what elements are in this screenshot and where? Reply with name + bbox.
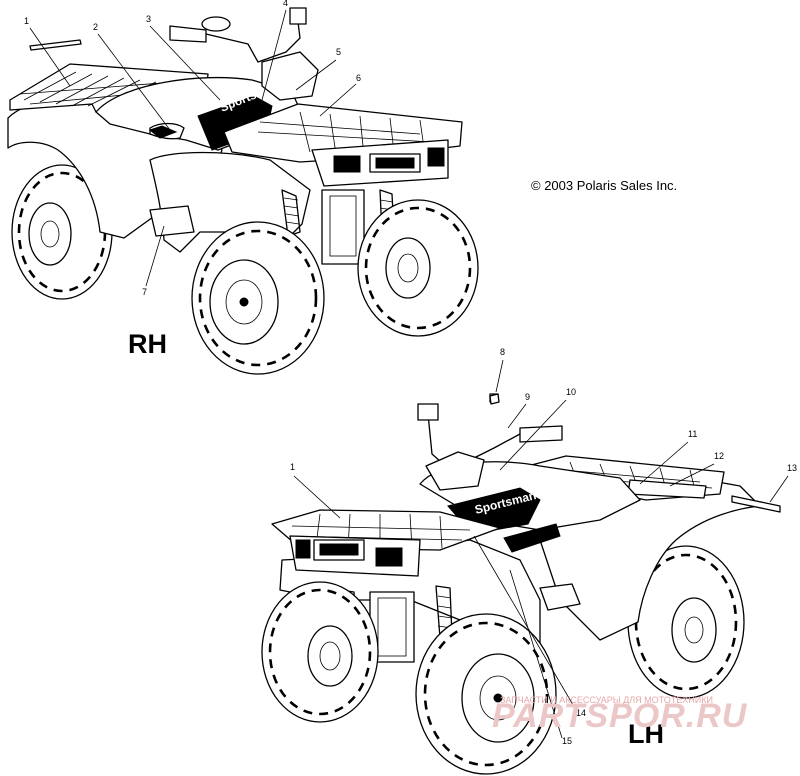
rh-front-wheel-far <box>357 199 479 337</box>
lh-small-decal <box>489 393 500 405</box>
callout-rh-3: 3 <box>146 14 151 24</box>
rh-callouts: 1 2 3 4 5 6 7 <box>24 0 361 297</box>
watermark-tagline: ЗАПЧАСТИ И АКСЕССУАРЫ ДЛЯ МОТОТЕХНИКИ <box>500 695 713 705</box>
callout-lh-11: 11 <box>688 429 697 439</box>
callout-rh-1: 1 <box>24 16 29 26</box>
copyright-notice: © 2003 Polaris Sales Inc. <box>531 178 677 193</box>
callout-lh-10: 10 <box>566 387 576 397</box>
atv-left-view: Sportsman <box>261 347 797 775</box>
lh-rear-wheel <box>627 545 745 699</box>
lh-view-label: LH <box>628 719 664 749</box>
lh-front-wheel-near <box>415 613 557 775</box>
callout-lh-8: 8 <box>500 347 505 357</box>
rh-rack-decal <box>29 39 82 51</box>
callout-lh-1: 1 <box>290 462 295 472</box>
callout-lh-13: 13 <box>787 463 797 473</box>
lh-front-wheel-far <box>261 581 379 723</box>
callout-lh-12: 12 <box>714 451 724 461</box>
lh-callouts: 8 9 10 11 12 13 1 14 15 <box>290 347 797 746</box>
callout-rh-5: 5 <box>336 47 341 57</box>
rh-front-wheel-near <box>191 221 325 375</box>
callout-rh-2: 2 <box>93 22 98 32</box>
rh-footwell <box>149 205 195 237</box>
rh-front-suspension <box>281 189 395 265</box>
callout-lh-14: 14 <box>576 708 586 718</box>
callout-rh-4: 4 <box>283 0 288 8</box>
callout-lh-9: 9 <box>525 392 530 402</box>
atv-right-view: Sportsman <box>7 0 479 375</box>
rh-rear-wheel <box>11 164 113 300</box>
callout-rh-6: 6 <box>356 73 361 83</box>
lh-rack-decal <box>731 495 781 513</box>
watermark: ЗАПЧАСТИ И АКСЕССУАРЫ ДЛЯ МОТОТЕХНИКИ PA… <box>492 695 748 735</box>
callout-lh-15: 15 <box>562 736 572 746</box>
callout-rh-7: 7 <box>142 287 147 297</box>
lh-front-rack <box>271 509 501 577</box>
watermark-site: PARTSPOR.RU <box>492 697 748 735</box>
rh-view-label: RH <box>128 329 167 359</box>
rh-handlebars <box>169 7 319 101</box>
lh-front-suspension <box>339 583 581 663</box>
rh-front-rack <box>223 103 463 187</box>
lh-handlebars <box>417 393 563 491</box>
